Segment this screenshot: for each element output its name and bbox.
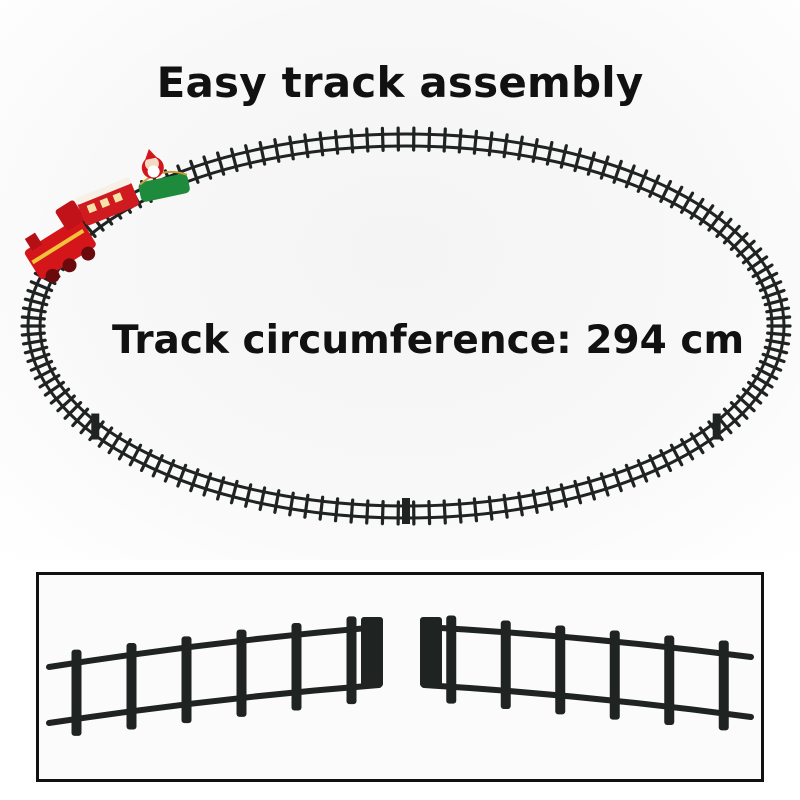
track-connector-icon — [46, 615, 754, 736]
detail-rail — [421, 624, 754, 660]
detail-tie — [71, 649, 82, 736]
track-connectors — [91, 413, 721, 524]
detail-connector-tab — [420, 617, 442, 687]
track-connector — [402, 498, 410, 524]
detail-rail — [421, 682, 754, 720]
detail-tie — [181, 636, 192, 724]
detail-tie — [126, 643, 137, 730]
connector-detail-inset — [36, 572, 764, 782]
track-connector — [91, 413, 100, 440]
detail-tie — [500, 620, 511, 709]
track-circumference-label: Track circumference: 294 cm — [112, 318, 745, 363]
headline: Easy track assembly — [156, 58, 644, 107]
detail-tie — [291, 623, 302, 711]
track-connector — [712, 413, 721, 440]
detail-connector-tab — [361, 617, 383, 687]
detail-tie — [718, 640, 729, 731]
detail-tie — [664, 635, 675, 725]
right-track-piece — [420, 615, 754, 731]
left-track-piece — [46, 616, 383, 736]
detail-tie — [346, 616, 357, 705]
toy-train-icon — [24, 149, 190, 283]
detail-tie — [609, 630, 620, 720]
detail-tie — [446, 615, 457, 704]
detail-rail — [46, 624, 382, 670]
detail-tie — [236, 629, 247, 717]
detail-tie — [555, 625, 566, 715]
detail-rail — [46, 682, 382, 726]
oval-track-illustration — [20, 126, 792, 526]
